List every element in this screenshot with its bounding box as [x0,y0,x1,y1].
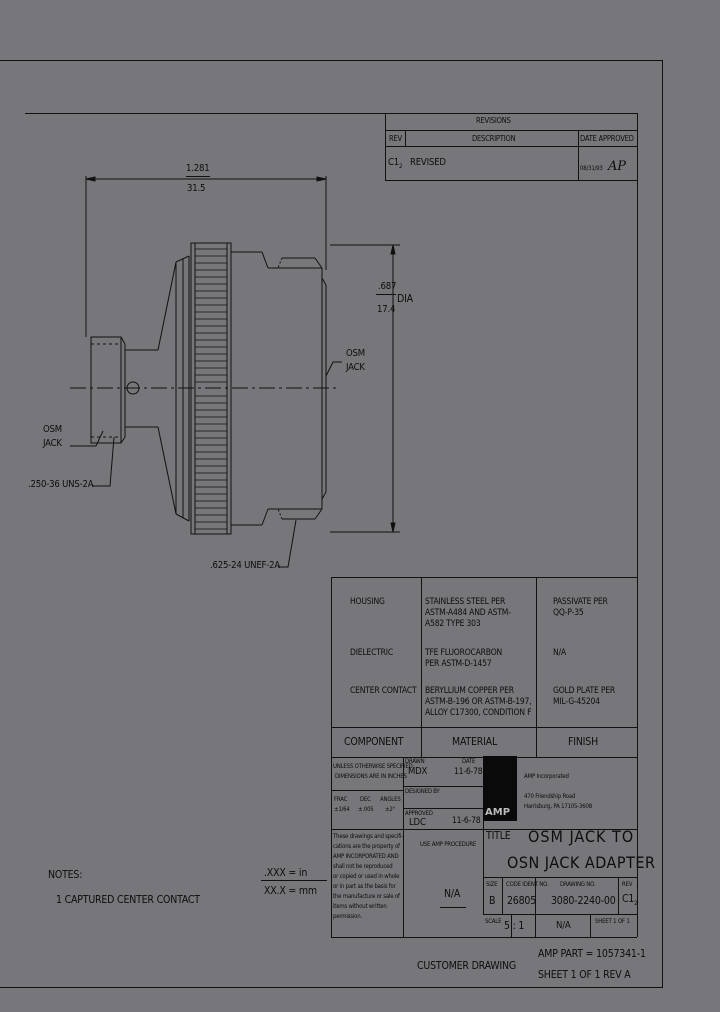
tolerance-note-line2: DIMENSIONS ARE IN INCHES [335,773,407,780]
title-label: TITLE [486,830,511,842]
notice-line6: or in part as the basis for [333,883,396,890]
dec-value: ±.005 [358,806,374,813]
component-dielectric: DIELECTRIC [350,648,393,658]
customer-drawing-label: CUSTOMER DRAWING [417,960,517,972]
material-housing-line2: ASTM-A484 AND ASTM- [425,608,511,618]
revision-row-date: 08/31/93 [580,165,603,172]
company-address-line2: Harrisburg, PA 17105-3608 [524,803,592,810]
finish-contact-line2: MIL-G-45204 [553,697,600,707]
amp-logo: AMP [483,756,517,821]
notes-title: NOTES: [48,869,83,881]
process-label: USE AMP PROCEDURE [420,841,477,848]
approved-label: APPROVED [405,810,433,817]
sheet-label: SHEET 1 OF 1 [595,918,630,925]
material-contact-line3: ALLOY C17300, CONDITION F [425,708,532,718]
units-inch: .XXX = in [264,867,308,879]
finish-housing-line1: PASSIVATE PER [553,597,608,607]
notice-line5: or copied or used in whole [333,873,400,880]
date-approved-column-header: DATE APPROVED [580,134,634,143]
sheet-border-bottom [0,987,663,988]
revision-approval-signature: AP [608,159,626,174]
frac-value: ±1/64 [334,806,350,813]
size-label: SIZE [486,881,498,888]
sheet-border-right [662,60,663,988]
finish-housing-line2: QQ-P-35 [553,608,584,618]
component-housing: HOUSING [350,597,385,607]
note-item-1: 1 CAPTURED CENTER CONTACT [56,894,200,906]
notice-line7: the manufacture or sale of [333,893,400,900]
overall-length-mm: 31.5 [187,183,206,194]
revisions-title: REVISIONS [476,116,511,125]
notice-line1: These drawings and specifi- [333,833,403,840]
approved-by: LDC [409,817,426,828]
diameter-mm: 17.4 [377,304,396,315]
osm-jack-label-line2: JACK [43,438,62,449]
date-label: DATE [462,758,476,765]
description-column-header: DESCRIPTION [472,134,516,143]
drawing-number: 3080-2240-00 [551,895,616,907]
code-ident-value: 26805 [507,895,537,907]
notice-line3: AMP INCORPORATED AND [333,853,399,860]
amp-part-number: AMP PART = 1057341-1 [538,948,646,960]
material-contact-line2: ASTM-B-196 OR ASTM-B-197, [425,697,532,707]
tolerance-note-line1: UNLESS OTHERWISE SPECIFIED [333,763,413,770]
drawn-label: DRAWN [405,758,425,765]
component-header: COMPONENT [344,736,404,748]
rev-value: C12 [622,893,638,908]
right-jack-label-line2: JACK [346,362,365,373]
diameter-inch: .687 [378,281,397,292]
material-dielectric-line1: TFE FLUOROCARBON [425,648,503,658]
finish-dielectric: N/A [553,648,566,658]
inner-frame-top [25,113,637,114]
frac-label: FRAC [334,796,348,803]
material-contact-line1: BERYLLIUM COPPER PER [425,686,514,696]
angles-value: ±2° [385,806,396,813]
notice-line4: shall not be reproduced [333,863,393,870]
size-value: B [489,895,496,907]
company-address-line1: 470 Friendship Road [524,793,576,800]
scale-value: 5 : 1 [504,920,525,932]
rev-label: REV [622,881,633,888]
material-dielectric-line2: PER ASTM-D-1457 [425,659,492,669]
drawing-title-line1: OSM JACK TO [528,827,635,846]
finish-header: FINISH [568,736,598,748]
diameter-label: DIA [397,293,413,305]
revision-row-rev: C12 [388,157,403,170]
units-mm: XX.X = mm [264,885,317,897]
finish-contact-line1: GOLD PLATE PER [553,686,616,696]
osm-thread-spec: .250-36 UNS-2A [28,479,94,490]
code-ident-label: CODE IDENT NO. [506,881,549,888]
notice-line9: permission. [333,913,362,920]
component-center-contact: CENTER CONTACT [350,686,417,696]
right-jack-label-line1: OSM [346,348,365,359]
scale-label: SCALE [485,918,502,925]
approved-date: 11-6-78 [452,816,481,826]
rev-column-header: REV [389,134,402,143]
drawing-title-line2: OSN JACK ADAPTER [507,853,656,872]
sheet-border-top [0,60,663,61]
drawn-by: MDX [408,766,428,777]
notice-line2: cations are the property of [333,843,400,850]
notice-line8: items without written [333,903,387,910]
osm-jack-label-line1: OSM [43,424,62,435]
revision-row-description: REVISED [410,157,446,168]
company-name: AMP Incorporated [524,773,569,780]
drawing-number-label: DRAWING NO. [560,881,596,888]
nut-thread-spec: .625-24 UNEF-2A [210,560,281,571]
material-header: MATERIAL [452,736,497,748]
designed-label: DESIGNED BY [405,788,440,795]
weight-value: N/A [556,920,571,931]
angles-label: ANGLES [380,796,401,803]
material-housing-line1: STAINLESS STEEL PER [425,597,506,607]
material-housing-line3: A582 TYPE 303 [425,619,481,629]
process-value: N/A [444,888,461,900]
overall-length-inch: 1.281 [186,163,210,174]
dec-label: DEC [360,796,371,803]
footer-sheet-rev: SHEET 1 OF 1 REV A [538,969,631,981]
inner-frame-right [637,113,638,937]
drawn-date: 11-6-78 [454,767,483,777]
